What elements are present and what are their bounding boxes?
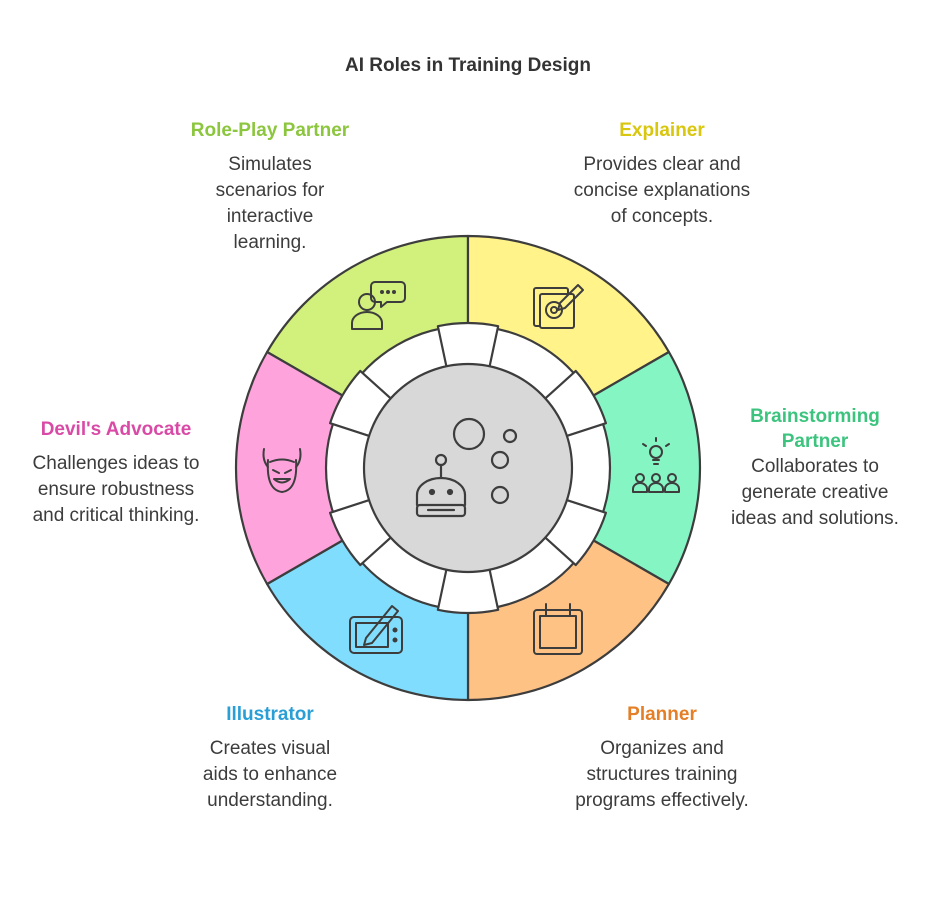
wheel-segment-role-play-partner [265,234,470,399]
role-name: Planner [627,704,697,725]
devil-face-icon [262,448,302,493]
role-name: Explainer [619,120,705,141]
wheel-segment-illustrator [265,537,470,702]
wheel-connector [436,321,500,371]
role-description: Provides clear and concise explanations … [573,154,751,227]
role-description: Collaborates to generate creative ideas … [731,456,899,529]
role-label-explainer: Explainer Provides clear and concise exp… [562,118,762,230]
role-description: Organizes and structures training progra… [575,738,749,811]
role-description: Challenges ideas to ensure robustness an… [32,453,200,526]
role-name: Brainstorming Partner [750,406,880,452]
person-speech-bubble-icon [351,281,406,330]
document-pencil-icon [533,284,584,329]
role-label-planner: Planner Organizes and structures trainin… [562,702,762,814]
robot-with-bubbles-icon [415,417,518,518]
role-name: Illustrator [226,704,314,725]
role-label-devils-advocate: Devil's Advocate Challenges ideas to ens… [18,417,214,529]
role-label-brainstorming-partner: Brainstorming Partner Collaborates to ge… [727,404,903,532]
wheel-connector [436,565,500,615]
wheel-segment-devils-advocate [234,350,347,586]
role-label-role-play-partner: Role-Play Partner Simulates scenarios fo… [170,118,370,256]
role-description: Creates visual aids to enhance understan… [202,738,338,811]
wheel-segment-planner [466,537,671,702]
center-circle [362,362,574,574]
role-name: Devil's Advocate [40,419,192,440]
role-description: Simulates scenarios for interactive lear… [215,154,325,253]
role-label-illustrator: Illustrator Creates visual aids to enhan… [170,702,370,814]
lightbulb-team-icon [632,437,680,493]
diagram-title: AI Roles in Training Design [345,55,591,76]
drawing-tablet-icon [349,605,403,654]
calendar-icon [533,603,583,655]
wheel-segment-brainstorming-partner [589,350,702,586]
wheel-segments [234,234,702,702]
role-name: Role-Play Partner [190,120,350,141]
